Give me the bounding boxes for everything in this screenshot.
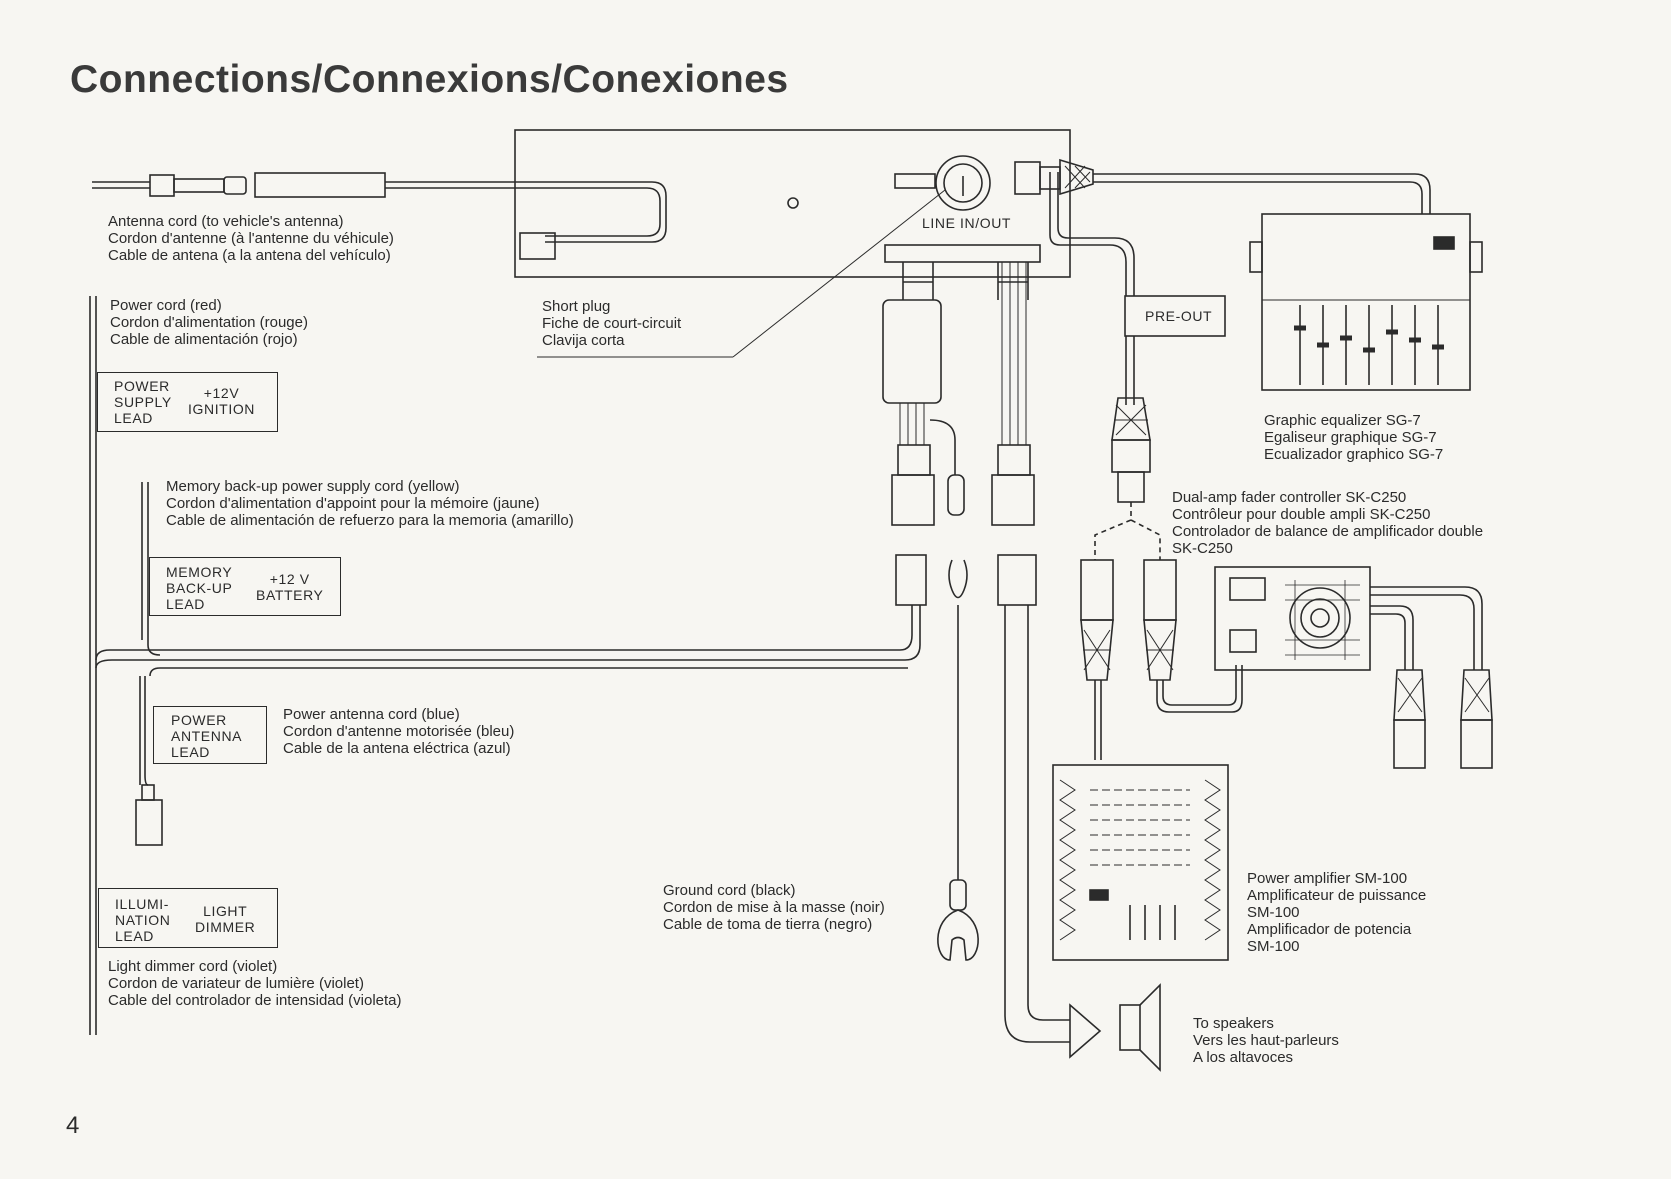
power-antenna-cord-line-2: Cordon d'antenne motorisée (bleu)	[283, 723, 515, 740]
power-supply-lead-box: POWER SUPPLY LEAD +12V IGNITION	[97, 372, 278, 432]
speaker	[1119, 983, 1161, 1072]
amplifier-line-4: Amplificador de potencia	[1247, 921, 1412, 938]
fader-controller-caption: Dual-amp fader controller SK-C250 Contrô…	[1172, 489, 1483, 557]
equalizer-line-1: Graphic equalizer SG-7	[1264, 412, 1421, 429]
speakers-line-2: Vers les haut-parleurs	[1193, 1032, 1339, 1049]
short-plug-line-2: Fiche de court-circuit	[542, 315, 682, 332]
power-cord-line-2: Cordon d'alimentation (rouge)	[110, 314, 308, 331]
ground-cord-caption: Ground cord (black) Cordon de mise à la …	[663, 882, 885, 933]
equalizer-line-2: Egaliseur graphique SG-7	[1264, 429, 1437, 446]
fader-output-plugs	[1393, 669, 1493, 769]
fader-controller	[1214, 566, 1483, 671]
illumination-lead-box: ILLUMI- NATION LEAD LIGHT DIMMER	[98, 888, 278, 948]
power-antenna-lead-3: LEAD	[171, 744, 210, 760]
memory-lead-1: MEMORY	[166, 564, 233, 580]
light-dimmer-line-2: Cordon de variateur de lumière (violet)	[108, 975, 364, 992]
short-plug-caption: Short plug Fiche de court-circuit Clavij…	[542, 298, 681, 349]
memory-cord-line-2: Cordon d'alimentation d'appoint pour la …	[166, 495, 540, 512]
short-plug-line-1: Short plug	[542, 298, 611, 315]
memory-backup-lead-box: MEMORY BACK-UP LEAD +12 V BATTERY	[149, 557, 341, 616]
harness-connector	[882, 244, 1041, 526]
light-dimmer-line-1: Light dimmer cord (violet)	[108, 958, 278, 975]
ground-cord-line-2: Cordon de mise à la masse (noir)	[663, 899, 885, 916]
power-antenna-lead-box: POWER ANTENNA LEAD	[153, 706, 267, 764]
illumination-value-2: DIMMER	[195, 919, 256, 935]
memory-lead-3: LEAD	[166, 596, 205, 612]
graphic-equalizer-caption: Graphic equalizer SG-7 Egaliseur graphiq…	[1264, 412, 1443, 463]
memory-lead-2: BACK-UP	[166, 580, 233, 596]
power-cord-line-3: Cable de alimentación (rojo)	[110, 331, 298, 348]
preout-label: PRE-OUT	[1145, 308, 1213, 324]
power-supply-lead-2: SUPPLY	[114, 394, 172, 410]
amplifier-line-2: Amplificateur de puissance	[1247, 887, 1427, 904]
illumination-value-1: LIGHT	[203, 903, 248, 919]
antenna-cord-line-3: Cable de antena (a la antena del vehícul…	[108, 247, 391, 264]
power-amplifier-caption: Power amplifier SM-100 Amplificateur de …	[1247, 870, 1426, 955]
short-plug-line-3: Clavija corta	[542, 332, 625, 349]
power-cord-caption: Power cord (red) Cordon d'alimentation (…	[110, 297, 308, 348]
fader-line-3: Controlador de balance de amplificador d…	[1172, 523, 1484, 540]
fader-line-1: Dual-amp fader controller SK-C250	[1172, 489, 1407, 506]
amplifier-line-5: SM-100	[1247, 938, 1300, 955]
antenna-cord-line-1: Antenna cord (to vehicle's antenna)	[108, 213, 344, 230]
equalizer-line-3: Ecualizador graphico SG-7	[1264, 446, 1444, 463]
antenna-cord-caption: Antenna cord (to vehicle's antenna) Cord…	[108, 213, 394, 264]
main-harness	[89, 296, 921, 1035]
power-supply-value-2: IGNITION	[188, 401, 256, 417]
fader-line-2: Contrôleur pour double ampli SK-C250	[1172, 506, 1431, 523]
power-antenna-lead-2: ANTENNA	[171, 728, 243, 744]
rca-plug-left	[1080, 559, 1114, 760]
illumination-lead-2: NATION	[115, 912, 171, 928]
speakers-line-1: To speakers	[1193, 1015, 1274, 1032]
illumination-lead-1: ILLUMI-	[115, 896, 169, 912]
line-in-out-label: LINE IN/OUT	[922, 215, 1012, 231]
power-antenna-lead-1: POWER	[171, 712, 227, 728]
memory-cord-line-3: Cable de alimentación de refuerzo para l…	[166, 512, 574, 529]
amplifier-line-3: SM-100	[1247, 904, 1300, 921]
graphic-equalizer	[1249, 213, 1483, 391]
power-supply-value-1: +12V	[203, 385, 240, 401]
fader-line-4: SK-C250	[1172, 540, 1233, 557]
memory-cord-caption: Memory back-up power supply cord (yellow…	[166, 478, 574, 529]
ground-cord-line-3: Cable de toma de tierra (negro)	[663, 916, 873, 933]
speakers-line-3: A los altavoces	[1193, 1049, 1294, 1066]
power-antenna-cord-line-3: Cable de la antena eléctrica (azul)	[283, 740, 511, 757]
antenna-cord	[92, 172, 667, 260]
memory-cord-line-1: Memory back-up power supply cord (yellow…	[166, 478, 460, 495]
power-cord-line-1: Power cord (red)	[110, 297, 222, 314]
rca-plug-right	[1143, 559, 1243, 713]
power-antenna-cord-line-1: Power antenna cord (blue)	[283, 706, 460, 723]
short-plug-leader	[732, 189, 946, 358]
power-supply-lead-3: LEAD	[114, 410, 153, 426]
power-amplifier	[1052, 764, 1229, 961]
page-number: 4	[66, 1112, 80, 1139]
illumination-lead-3: LEAD	[115, 928, 154, 944]
memory-value-1: +12 V	[269, 571, 310, 587]
page-title: Connections/Connexions/Conexiones	[70, 58, 789, 101]
y-split	[1094, 502, 1161, 560]
ground-cord-line-1: Ground cord (black)	[663, 882, 796, 899]
amplifier-line-1: Power amplifier SM-100	[1247, 870, 1408, 887]
antenna-cord-line-2: Cordon d'antenne (à l'antenne du véhicul…	[108, 230, 394, 247]
power-supply-lead-1: POWER	[114, 378, 170, 394]
mount-hole	[787, 197, 799, 209]
light-dimmer-cord-caption: Light dimmer cord (violet) Cordon de var…	[108, 958, 402, 1009]
power-antenna-cord-caption: Power antenna cord (blue) Cordon d'anten…	[283, 706, 514, 757]
equalizer-cable	[1014, 158, 1431, 214]
mating-connectors	[895, 554, 1102, 1059]
head-unit	[514, 129, 1071, 278]
line-in-out-jack	[894, 155, 991, 211]
speakers-caption: To speakers Vers les haut-parleurs A los…	[1193, 1015, 1339, 1066]
memory-value-2: BATTERY	[256, 587, 324, 603]
light-dimmer-line-3: Cable del controlador de intensidad (vio…	[108, 992, 402, 1009]
preout-cable	[1049, 172, 1226, 503]
